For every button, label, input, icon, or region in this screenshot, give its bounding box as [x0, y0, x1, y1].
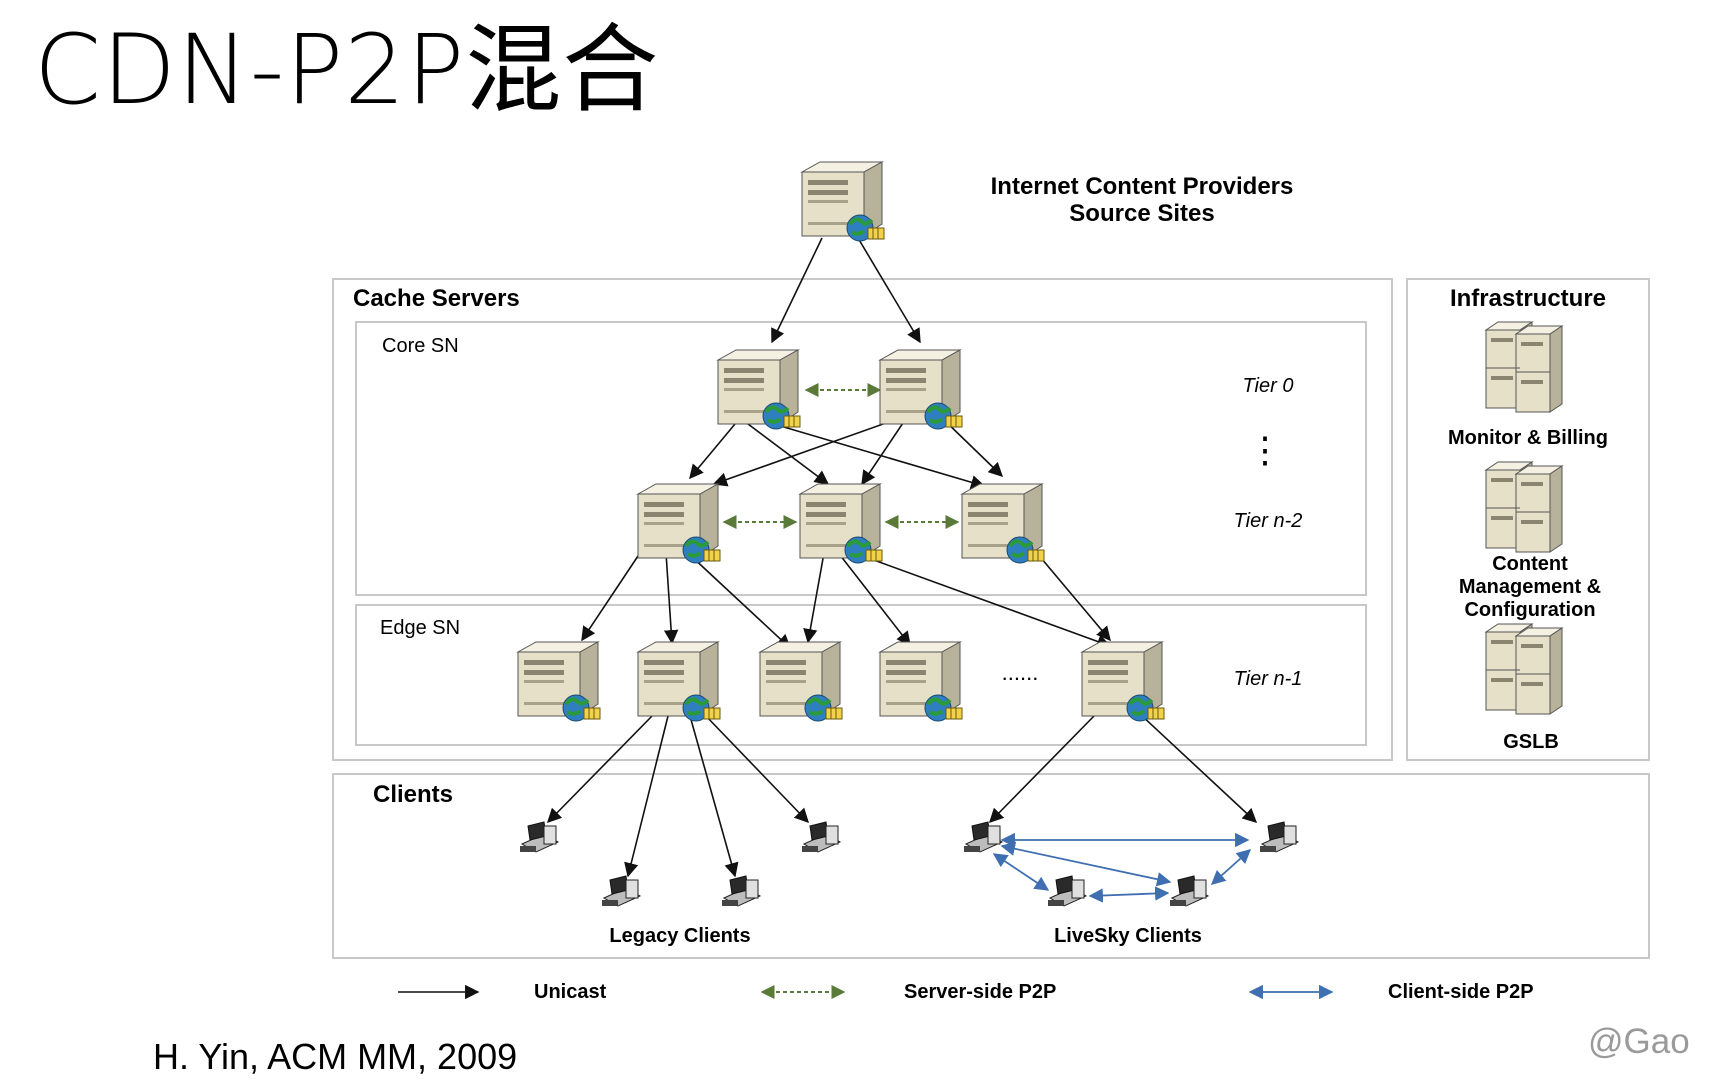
source-label-line1: Internet Content Providers [991, 173, 1294, 200]
tier-n1-label: Tier n-1 [1234, 668, 1303, 690]
edge-server-icon [1080, 640, 1166, 723]
livesky-client-icon [1259, 821, 1299, 853]
source-server-icon [800, 160, 886, 243]
legacy-client-icon [721, 875, 761, 907]
watermark: @Gao [1588, 1022, 1690, 1061]
edge-server-icon [636, 640, 722, 723]
infra-item-label: GSLB [1503, 731, 1559, 753]
core-server-icon [716, 348, 802, 431]
slide-title: CDN-P2P混合 [34, 14, 660, 126]
gslb-icon [1485, 623, 1563, 715]
tier-n2-server-icon [960, 482, 1046, 565]
tier-n2-label: Tier n-2 [1234, 510, 1303, 532]
tier-n2-server-icon [798, 482, 884, 565]
edge-server-icon [758, 640, 844, 723]
tier-vertical-ellipsis: ⋮ [1247, 429, 1283, 470]
edge-ellipsis: ...... [1002, 660, 1039, 685]
infrastructure-box [1406, 278, 1650, 761]
livesky-client-icon [963, 821, 1003, 853]
livesky-client-icon [1047, 875, 1087, 907]
content-management-icon [1485, 461, 1563, 553]
client-p2p-arrows [992, 832, 1252, 903]
clients-title: Clients [373, 781, 453, 808]
legend: Unicast Server-side P2P Client-side P2P [398, 981, 1534, 1003]
infra-item-label: Content [1492, 553, 1568, 575]
cache-servers-box [332, 278, 1393, 761]
edge-sn-box [355, 604, 1367, 746]
legend-unicast-label: Unicast [534, 981, 607, 1003]
tier-n2-server-icon [636, 482, 722, 565]
unicast-arrows [546, 237, 1258, 878]
infra-item-label: Configuration [1464, 599, 1595, 621]
legacy-client-icon [601, 875, 641, 907]
citation: H. Yin, ACM MM, 2009 [153, 1036, 518, 1077]
legend-server-p2p-label: Server-side P2P [904, 981, 1056, 1003]
infrastructure-title: Infrastructure [1450, 285, 1606, 312]
monitor-billing-icon [1485, 321, 1563, 413]
edge-server-icon [516, 640, 602, 723]
legacy-client-icon [519, 821, 559, 853]
core-sn-title: Core SN [382, 335, 459, 357]
infra-item-label: Monitor & Billing [1448, 427, 1608, 449]
tier-0-label: Tier 0 [1243, 375, 1294, 397]
edge-server-icon [878, 640, 964, 723]
core-sn-box [355, 321, 1367, 596]
source-label-line2: Source Sites [1069, 200, 1214, 227]
edge-sn-title: Edge SN [380, 617, 460, 639]
livesky-client-icon [1169, 875, 1209, 907]
core-server-icon [878, 348, 964, 431]
livesky-clients-label: LiveSky Clients [1054, 925, 1202, 947]
legend-client-p2p-label: Client-side P2P [1388, 981, 1534, 1003]
clients-box [332, 773, 1650, 959]
cache-servers-title: Cache Servers [353, 285, 520, 312]
legacy-clients-label: Legacy Clients [609, 925, 750, 947]
server-p2p-arrows [722, 383, 960, 529]
legacy-client-icon [801, 821, 841, 853]
infra-item-label: Management & [1459, 576, 1601, 598]
